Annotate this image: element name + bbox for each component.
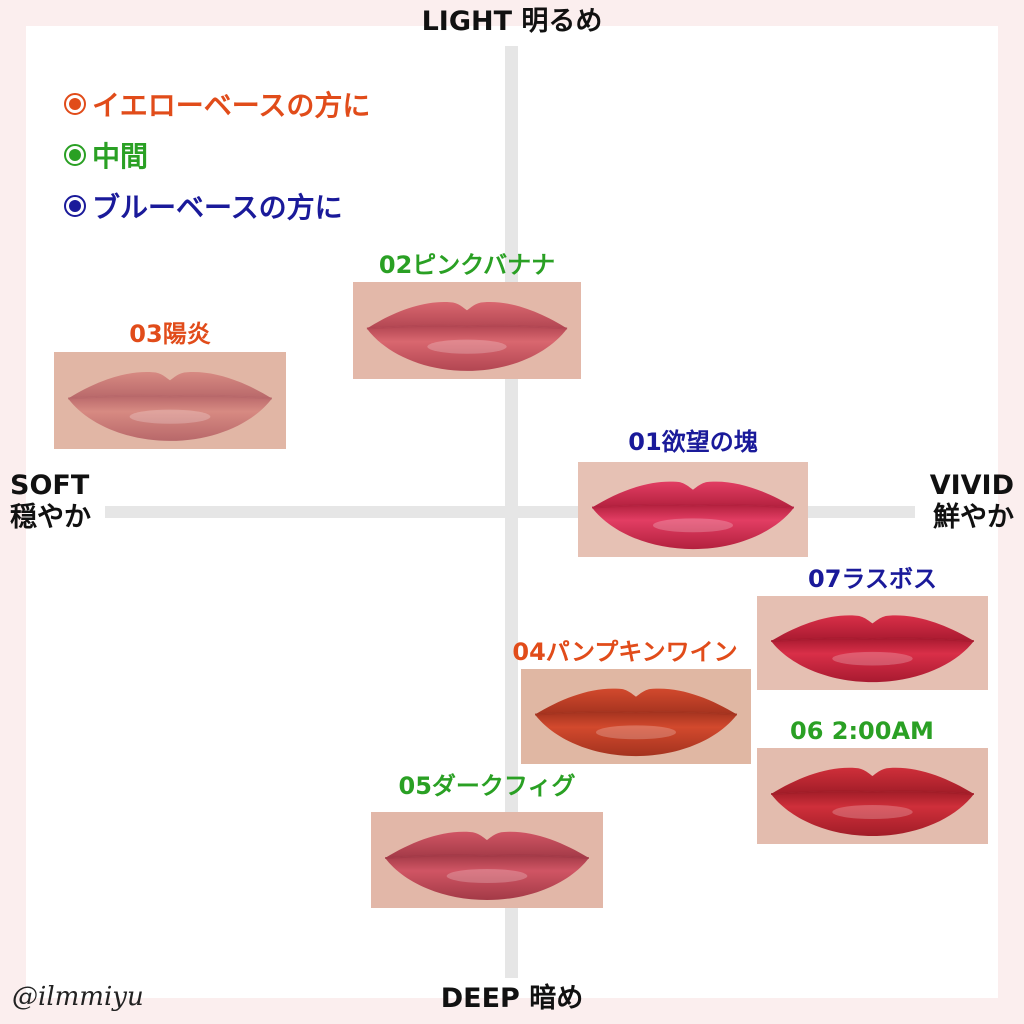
- swatch-label-06: 06 2:00AM: [790, 717, 934, 745]
- lip-illustration: [757, 748, 988, 844]
- legend-label: 中間: [92, 139, 149, 173]
- circle-dot-icon: [64, 194, 86, 217]
- axis-label-soft-en: SOFT: [10, 470, 90, 501]
- axis-label-light: LIGHT 明るめ: [421, 6, 603, 37]
- lip-illustration: [578, 462, 808, 557]
- swatch-label-03: 03陽炎: [129, 320, 211, 348]
- lip-swatch-06: [757, 748, 988, 844]
- lip-swatch-07: [757, 596, 988, 690]
- axis-label-soft: SOFT 穏やか: [10, 470, 91, 535]
- axis-label-vivid: VIVID 鮮やか: [930, 470, 1014, 535]
- legend-label: ブルーベースの方に: [92, 190, 343, 224]
- axis-label-vivid-jp: 鮮やか: [933, 502, 1014, 534]
- swatch-label-01: 01欲望の塊: [628, 428, 758, 456]
- lip-illustration: [371, 812, 603, 908]
- legend-item-yellow-base: イエローベースの方に: [64, 78, 370, 129]
- circle-dot-icon: [64, 143, 86, 166]
- swatch-label-02: 02ピンクバナナ: [378, 251, 556, 279]
- lip-illustration: [757, 596, 988, 690]
- legend-item-blue-base: ブルーベースの方に: [64, 180, 370, 231]
- swatch-label-07: 07ラスボス: [808, 565, 937, 593]
- legend-label: イエローベースの方に: [92, 88, 371, 122]
- lip-swatch-04: [521, 669, 751, 764]
- lip-swatch-02: [353, 282, 581, 379]
- credit-watermark: @ilmmiyu: [12, 982, 144, 1012]
- lip-swatch-05: [371, 812, 603, 908]
- swatch-label-05: 05ダークフィグ: [398, 772, 576, 800]
- circle-dot-icon: [64, 92, 86, 115]
- legend: イエローベースの方に 中間 ブルーベースの方に: [64, 78, 370, 231]
- swatch-label-04: 04パンプキンワイン: [512, 638, 738, 666]
- axis-label-soft-jp: 穏やか: [10, 502, 91, 534]
- lip-illustration: [521, 669, 751, 764]
- lip-swatch-03: [54, 352, 286, 449]
- axis-label-vivid-en: VIVID: [929, 470, 1014, 501]
- legend-item-neutral: 中間: [64, 129, 370, 180]
- lip-illustration: [54, 352, 286, 449]
- axis-label-deep: DEEP 暗め: [440, 983, 584, 1014]
- lip-swatch-01: [578, 462, 808, 557]
- lip-illustration: [353, 282, 581, 379]
